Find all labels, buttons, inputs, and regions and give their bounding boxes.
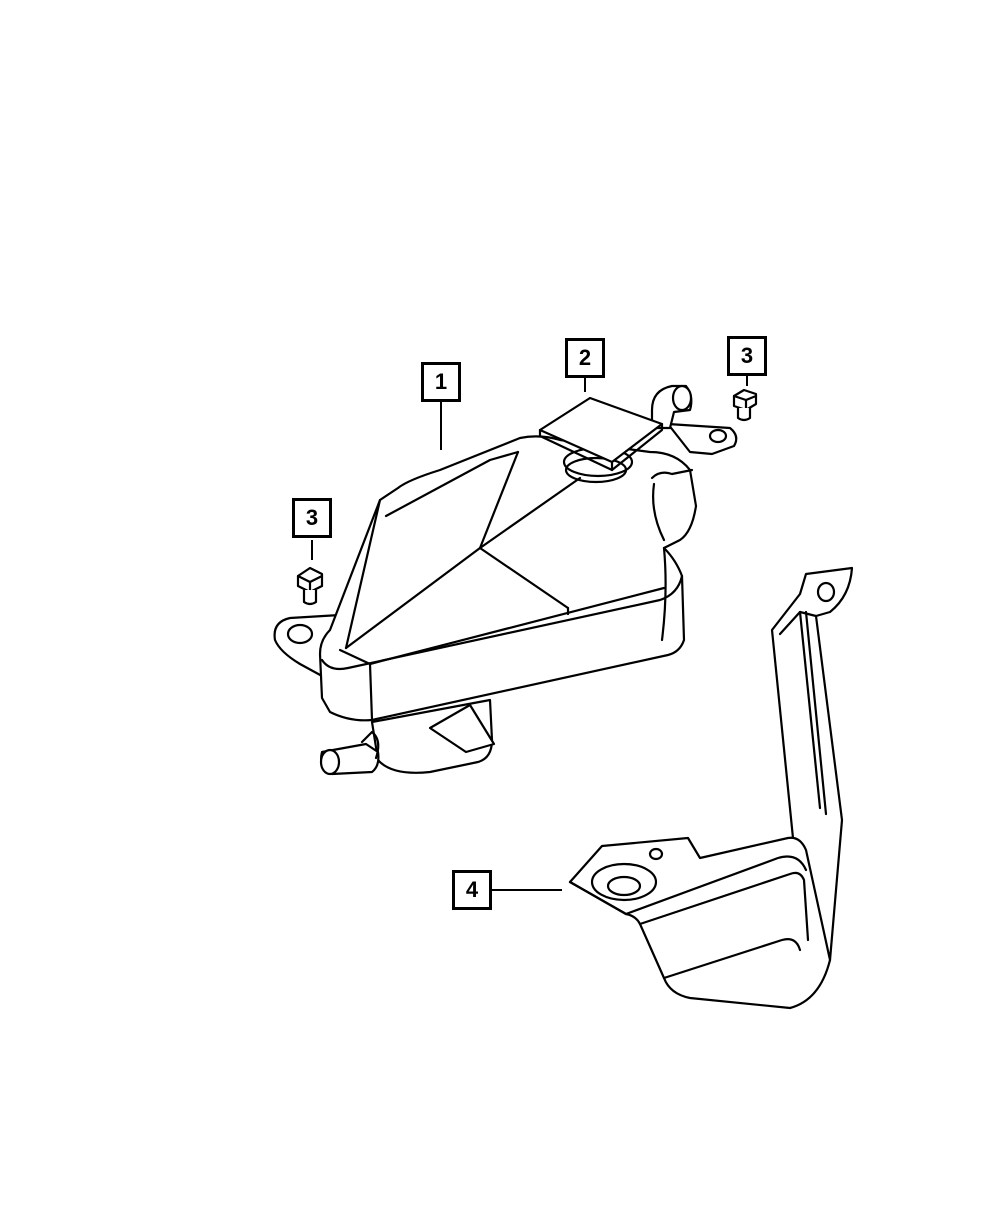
callout-4: 4	[452, 870, 492, 910]
callout-3-left: 3	[292, 498, 332, 538]
callout-1: 1	[421, 362, 461, 402]
bolt-right	[732, 388, 758, 422]
callout-3-right: 3	[727, 336, 767, 376]
pressure-cap	[538, 396, 664, 472]
bracket-foot	[568, 836, 832, 1010]
bracket-mount-hole	[590, 862, 658, 902]
coolant-reservoir	[273, 384, 738, 776]
callout-2: 2	[565, 338, 605, 378]
bracket	[568, 566, 854, 1010]
reservoir-right-tab	[666, 422, 738, 456]
bolt-left	[296, 566, 324, 606]
